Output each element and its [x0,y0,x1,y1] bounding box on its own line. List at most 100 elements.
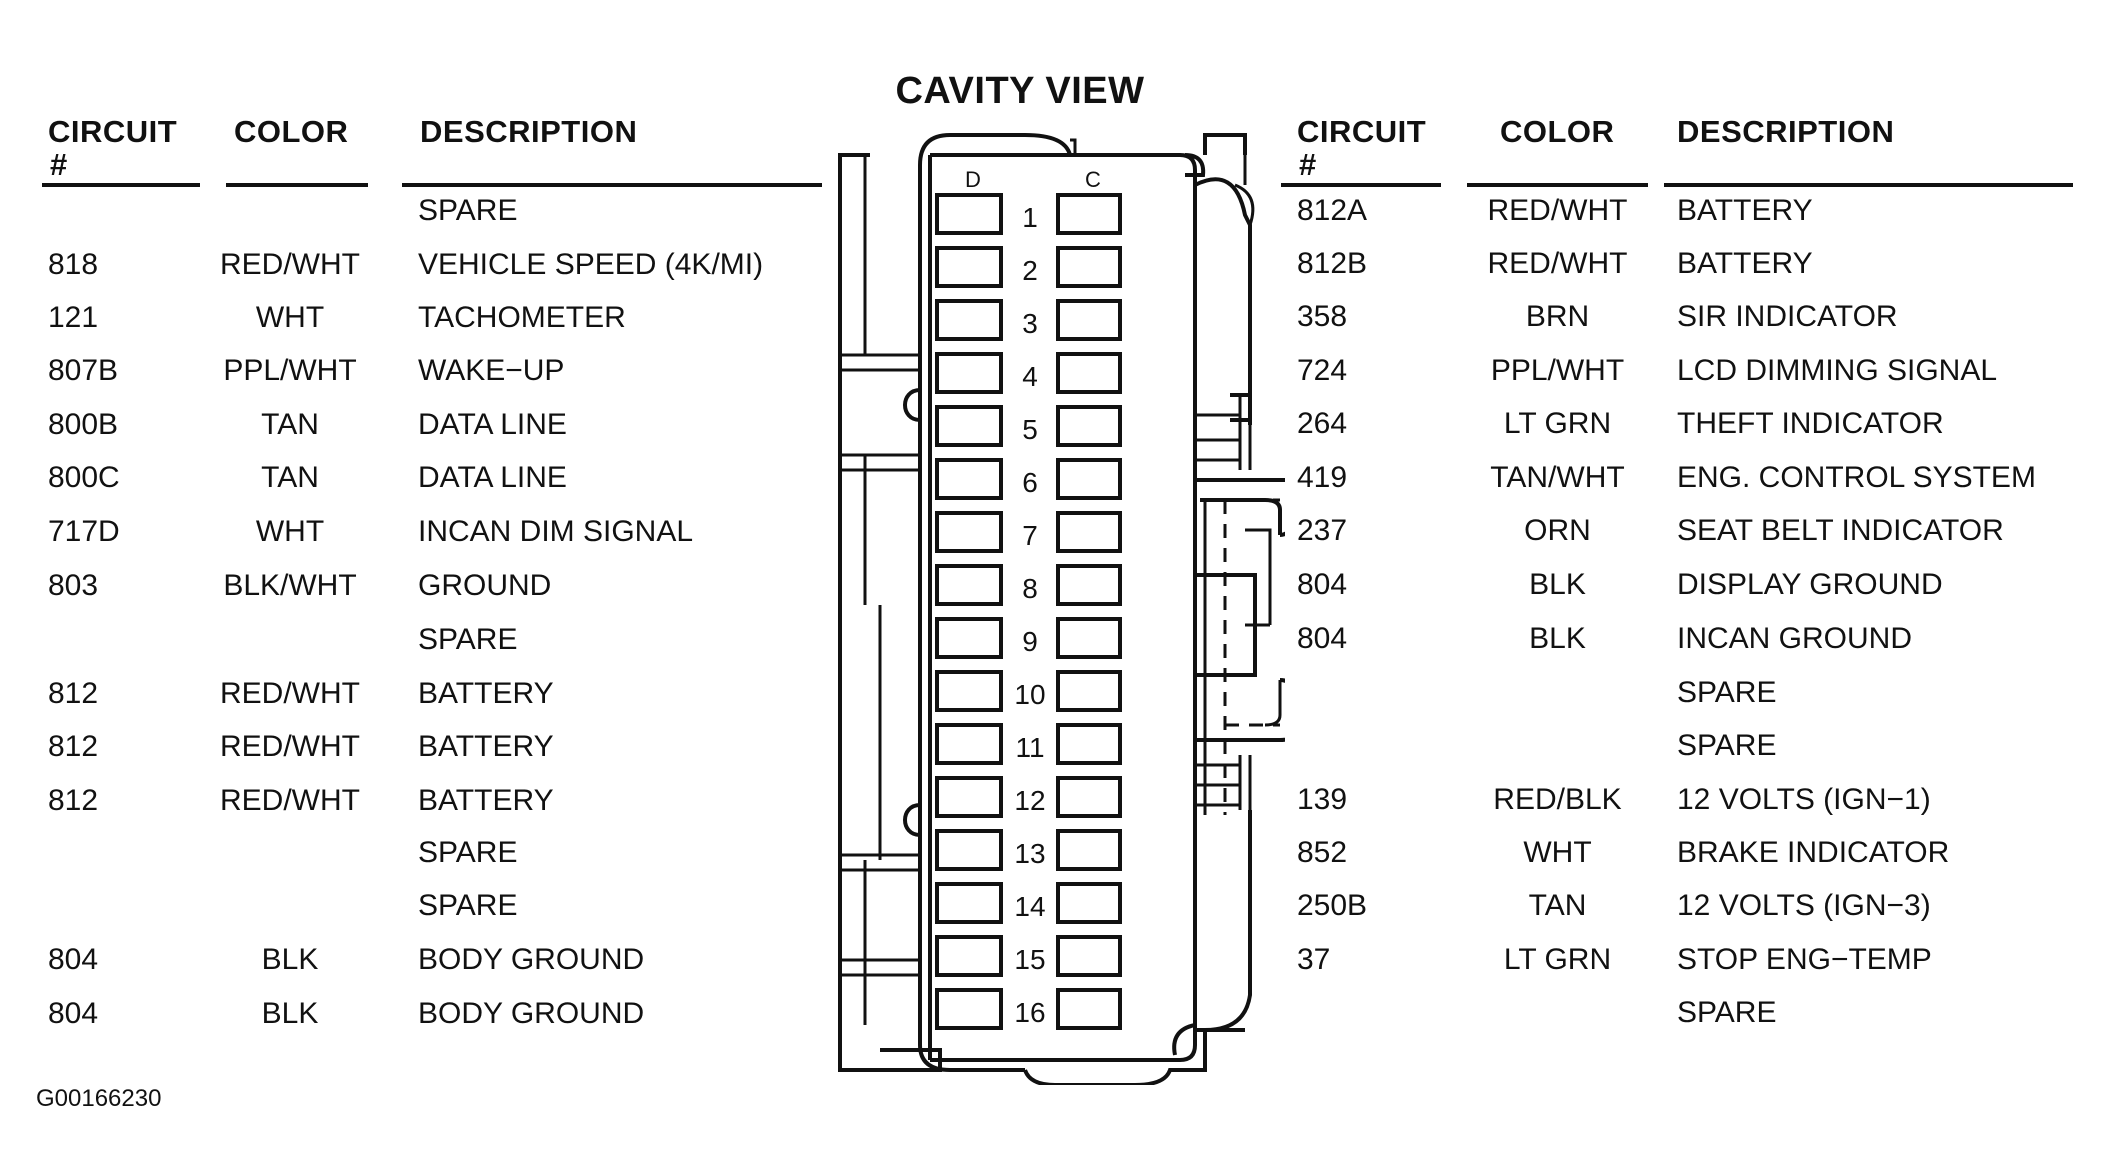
cavity-d-1 [935,193,1003,235]
right-color-header: COLOR [1500,114,1615,149]
left-circuit-rule [42,183,200,187]
left-row-5-color: TAN [261,408,319,441]
right-row-15-circuit: 37 [1297,943,1331,976]
housing-left-ribs-bottom [840,853,920,977]
left-row-3-circuit: 121 [48,301,99,334]
left-row-6-description: DATA LINE [418,461,567,494]
right-row-9-description: INCAN GROUND [1677,622,1913,655]
left-circuit-hash-header: # [50,147,68,182]
right-row-8-circuit: 804 [1297,568,1348,601]
left-row-2-description: VEHICLE SPEED (4K/MI) [418,248,764,281]
left-row-6-color: TAN [261,461,319,494]
right-row-14-description: 12 VOLTS (IGN−3) [1677,889,1931,922]
latch-upper-lines [1195,413,1240,462]
left-row-7-circuit: 717D [48,515,120,548]
right-row-4-description: LCD DIMMING SIGNAL [1677,354,1998,387]
right-row-15-color: LT GRN [1503,943,1612,976]
figure-id: G00166230 [36,1085,162,1112]
cavity-c-7 [1056,511,1122,553]
left-row-12-description: BATTERY [418,784,554,817]
left-row-7-color: WHT [255,515,325,548]
right-row-3-circuit: 358 [1297,300,1348,333]
cavity-d-9 [935,617,1003,659]
cavity-c-1 [1056,193,1122,235]
left-row-12-circuit: 812 [48,784,99,817]
cavity-d-10 [935,670,1003,712]
cavity-d-2 [935,246,1003,288]
cavity-c-13 [1056,829,1122,871]
left-row-4-color: PPL/WHT [223,354,357,387]
latch-lower-arm [1195,678,1285,742]
housing-left-inner [863,155,882,1025]
right-row-6-description: ENG. CONTROL SYSTEM [1677,461,2036,494]
right-row-13-color: WHT [1523,836,1592,869]
right-row-2-color: RED/WHT [1487,247,1628,280]
left-row-16-description: BODY GROUND [418,997,645,1030]
left-row-10-circuit: 812 [48,677,99,710]
right-row-7-circuit: 237 [1297,514,1348,547]
housing-main-frame [928,153,1197,1062]
cavity-c-10 [1056,670,1122,712]
right-description-header: DESCRIPTION [1677,114,1895,149]
cavity-number-16: 16 [1014,997,1045,1028]
left-row-8-description: GROUND [418,569,552,602]
right-row-4-color: PPL/WHT [1490,354,1625,387]
page-title: CAVITY VIEW [895,70,1145,112]
cavity-d-11 [935,723,1003,765]
cavity-number-12: 12 [1014,785,1045,816]
right-row-15-description: STOP ENG−TEMP [1677,943,1932,976]
column-d-label: D [965,167,981,192]
left-row-3-color: WHT [255,301,325,334]
cavity-d-15 [935,935,1003,977]
left-row-7-description: INCAN DIM SIGNAL [418,515,694,548]
left-row-1-description: SPARE [418,194,518,227]
left-color-header: COLOR [234,114,349,149]
left-row-2-circuit: 818 [48,248,99,281]
cavity-d-4 [935,352,1003,394]
left-row-4-description: WAKE−UP [418,354,565,387]
left-row-10-color: RED/WHT [220,677,360,710]
housing-right-upper [1194,177,1252,425]
latch-lower-lines [1195,763,1240,807]
cavity-d-13 [935,829,1003,871]
cavity-number-4: 4 [1022,361,1038,392]
cavity-d-6 [935,458,1003,500]
left-row-3-description: TACHOMETER [418,301,626,334]
housing-left-shell [838,153,942,1072]
right-description-rule [1664,183,2073,187]
cavity-number-15: 15 [1014,944,1045,975]
left-description-rule [402,183,822,187]
cavity-number-3: 3 [1022,308,1038,339]
cavity-number-7: 7 [1022,520,1038,551]
left-row-14-description: SPARE [418,889,518,922]
housing-right-lower [1195,810,1252,1032]
right-row-9-color: BLK [1529,622,1586,655]
latch-upper-arm [1195,478,1285,537]
left-row-8-circuit: 803 [48,569,99,602]
left-row-8-color: BLK/WHT [223,569,357,602]
right-circuit-hash-header: # [1299,147,1317,182]
right-row-5-circuit: 264 [1297,407,1348,440]
cavity-d-16 [935,988,1003,1030]
cavity-d-12 [935,776,1003,818]
latch-upper-inner [1200,498,1282,535]
cavity-c-15 [1056,935,1122,977]
right-row-5-description: THEFT INDICATOR [1677,407,1944,440]
cavity-number-14: 14 [1014,891,1045,922]
right-row-8-description: DISPLAY GROUND [1677,568,1943,601]
right-row-11-description: SPARE [1677,729,1777,762]
cavity-d-7 [935,511,1003,553]
cavity-number-13: 13 [1014,838,1045,869]
left-row-10-description: BATTERY [418,677,554,710]
cavity-d-8 [935,564,1003,606]
cavity-c-11 [1056,723,1122,765]
housing-top-right-hook [1184,153,1206,177]
left-row-5-description: DATA LINE [418,408,567,441]
right-row-1-circuit: 812A [1297,194,1368,227]
left-row-5-circuit: 800B [48,408,119,441]
left-row-6-circuit: 800C [48,461,120,494]
right-color-rule [1467,183,1648,187]
cavity-number-9: 9 [1022,626,1038,657]
